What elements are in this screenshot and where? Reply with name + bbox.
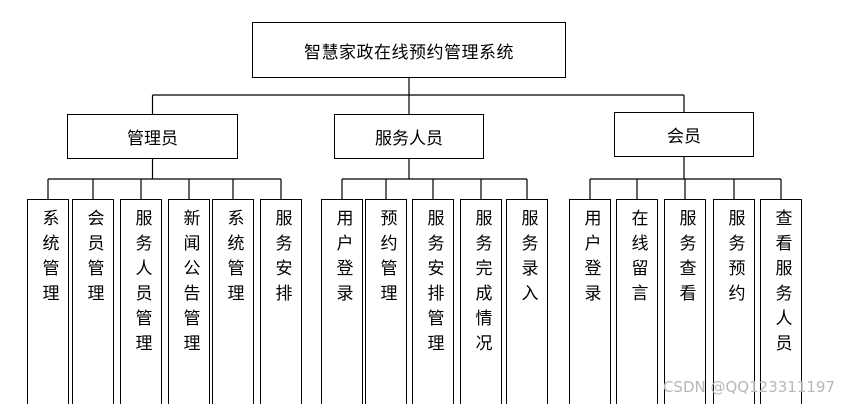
leaf-label: 服务预约	[724, 209, 745, 309]
leaf-node: 用户登录	[321, 199, 363, 404]
category-node: 服务人员	[334, 114, 484, 159]
leaf-node: 在线留言	[616, 199, 658, 404]
leaf-label: 服务安排	[271, 209, 292, 309]
leaf-label: 新闻公告管理	[179, 209, 200, 359]
category-label: 服务人员	[375, 129, 443, 149]
leaf-node: 查看服务人员	[760, 199, 802, 404]
leaf-label: 服务完成情况	[471, 209, 492, 359]
leaf-label: 用户登录	[580, 209, 601, 309]
leaf-label: 用户登录	[332, 209, 353, 309]
watermark: CSDN @QQ123311197	[662, 378, 835, 396]
leaf-label: 预约管理	[376, 209, 397, 309]
leaf-label: 服务安排管理	[423, 209, 444, 359]
leaf-label: 服务录入	[517, 209, 538, 309]
leaf-label: 在线留言	[627, 209, 648, 309]
leaf-node: 服务预约	[713, 199, 755, 404]
leaf-label: 系统管理	[223, 209, 244, 309]
leaf-label: 服务查看	[675, 209, 696, 309]
leaf-label: 查看服务人员	[771, 209, 792, 359]
leaf-node: 服务安排管理	[412, 199, 454, 404]
leaf-label: 系统管理	[38, 209, 59, 309]
leaf-node: 预约管理	[365, 199, 407, 404]
leaf-node: 系统管理	[27, 199, 69, 404]
leaf-node: 服务安排	[260, 199, 302, 404]
category-node: 管理员	[67, 114, 238, 159]
leaf-node: 服务查看	[664, 199, 706, 404]
leaf-node: 服务人员管理	[120, 199, 162, 404]
leaf-node: 用户登录	[569, 199, 611, 404]
root-node: 智慧家政在线预约管理系统	[252, 22, 566, 78]
leaf-node: 服务完成情况	[460, 199, 502, 404]
leaf-node: 新闻公告管理	[168, 199, 210, 404]
leaf-label: 会员管理	[83, 209, 104, 309]
leaf-node: 会员管理	[72, 199, 114, 404]
category-label: 会员	[667, 127, 701, 147]
category-label: 管理员	[127, 129, 178, 149]
leaf-node: 服务录入	[506, 199, 548, 404]
category-node: 会员	[614, 112, 754, 157]
root-node-label: 智慧家政在线预约管理系统	[304, 42, 514, 63]
leaf-label: 服务人员管理	[131, 209, 152, 359]
leaf-node: 系统管理	[212, 199, 254, 404]
